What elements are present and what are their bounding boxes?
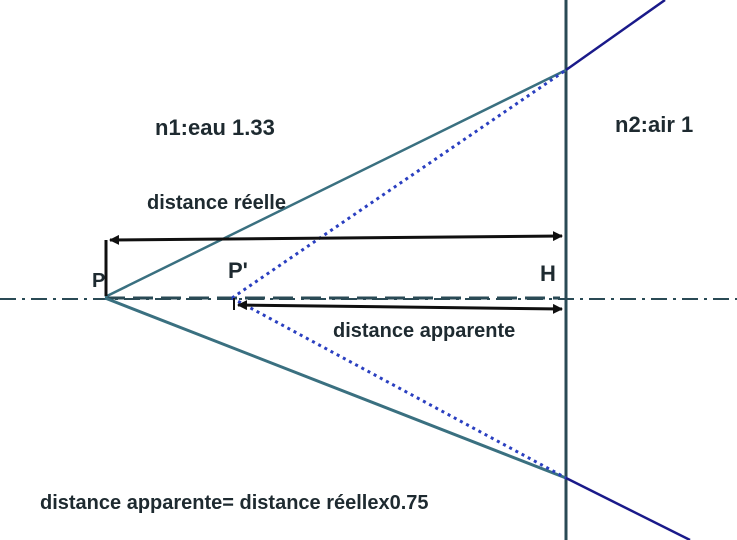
point-h-label: H <box>540 261 556 286</box>
medium1-label: n1:eau 1.33 <box>155 115 275 140</box>
medium2-label: n2:air 1 <box>615 112 694 137</box>
virtual-ray-lower <box>231 296 567 480</box>
real-ray-lower <box>104 296 567 480</box>
point-p-prime-label: P' <box>228 258 248 283</box>
refracted-ray-upper <box>565 0 666 72</box>
real-distance-label: distance réelle <box>147 192 286 214</box>
real-distance-arrow <box>109 231 563 245</box>
refracted-ray-lower <box>565 476 691 540</box>
point-p-label: P <box>92 270 106 292</box>
formula-label: distance apparente= distance réellex0.75 <box>40 492 429 514</box>
apparent-distance-arrow <box>237 300 563 314</box>
real-ray-upper <box>104 68 567 299</box>
apparent-distance-label: distance apparente <box>333 320 516 342</box>
virtual-ray-upper <box>231 68 567 300</box>
